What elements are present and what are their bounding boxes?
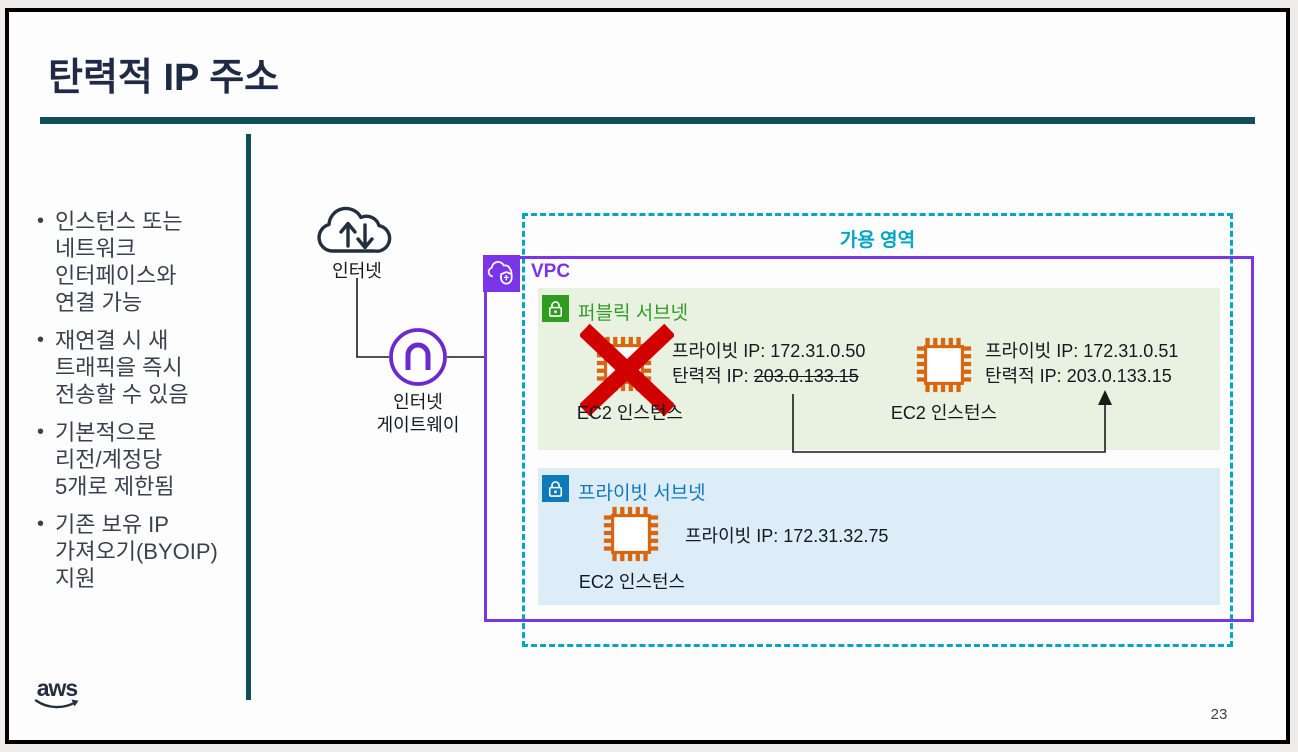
vertical-divider — [246, 134, 251, 700]
ec2-ip-info: 프라이빗 IP: 172.31.0.50 탄력적 IP: 203.0.133.1… — [672, 339, 865, 389]
ec2-instance-label: EC2 인스턴스 — [576, 403, 684, 423]
aws-logo: aws — [31, 675, 83, 716]
elastic-ip-text: 탄력적 IP: 203.0.133.15 — [985, 366, 1172, 386]
private-ip-text: 프라이빗 IP: 172.31.0.51 — [985, 341, 1179, 361]
public-subnet-lock-icon — [542, 295, 569, 322]
bullet-item: 재연결 시 새 트래픽을 즉시 전송할 수 있음 — [33, 327, 245, 408]
private-subnet-box — [538, 468, 1220, 605]
bullet-list: 인스턴스 또는 네트워크 인터페이스와 연결 가능 재연결 시 새 트래픽을 즉… — [33, 208, 245, 603]
detach-x-icon — [578, 323, 676, 422]
ec2-chip-icon — [913, 334, 975, 401]
vpc-box — [484, 256, 1254, 622]
slide: 탄력적 IP 주소 인스턴스 또는 네트워크 인터페이스와 연결 가능 재연결 … — [5, 8, 1290, 744]
availability-zone-label: 가용 영역 — [839, 230, 916, 251]
bullet-item: 기본적으로 리전/계정당 5개로 제한됨 — [33, 419, 245, 500]
elastic-ip-strikethrough: 203.0.133.15 — [753, 366, 859, 386]
bullet-item: 인스턴스 또는 네트워크 인터페이스와 연결 가능 — [33, 208, 245, 316]
private-ip-text: 프라이빗 IP: 172.31.0.50 — [672, 341, 866, 361]
internet-label: 인터넷 — [332, 261, 382, 281]
ec2-instance-label: EC2 인스턴스 — [578, 572, 686, 592]
vpc-icon — [483, 255, 520, 292]
ec2-instance-label: EC2 인스턴스 — [890, 403, 998, 423]
private-subnet-lock-icon — [542, 475, 569, 502]
internet-cloud-icon — [308, 194, 406, 265]
vpc-label: VPC — [531, 261, 571, 282]
ec2-ip-info: 프라이빗 IP: 172.31.32.75 — [685, 524, 888, 549]
page-title: 탄력적 IP 주소 — [48, 57, 280, 99]
private-subnet-label: 프라이빗 서브넷 — [578, 483, 706, 504]
public-subnet-label: 퍼블릭 서브넷 — [578, 303, 689, 324]
availability-zone-box: 가용 영역 — [522, 213, 1233, 647]
aws-logo-text: aws — [36, 675, 78, 701]
private-ip-text: 프라이빗 IP: 172.31.32.75 — [685, 526, 889, 546]
title-rule — [40, 117, 1255, 124]
elastic-ip-text: 탄력적 IP: 203.0.133.15 — [672, 366, 859, 386]
aws-smile-icon — [34, 699, 79, 709]
page-number: 23 — [1210, 706, 1228, 723]
internet-gateway-label: 인터넷 게이트웨이 — [376, 392, 460, 435]
internet-gateway-icon — [386, 325, 450, 394]
bullet-item: 기존 보유 IP 가져오기(BYOIP) 지원 — [33, 511, 245, 592]
ec2-chip-icon — [600, 503, 662, 570]
ec2-ip-info: 프라이빗 IP: 172.31.0.51 탄력적 IP: 203.0.133.1… — [985, 339, 1178, 389]
